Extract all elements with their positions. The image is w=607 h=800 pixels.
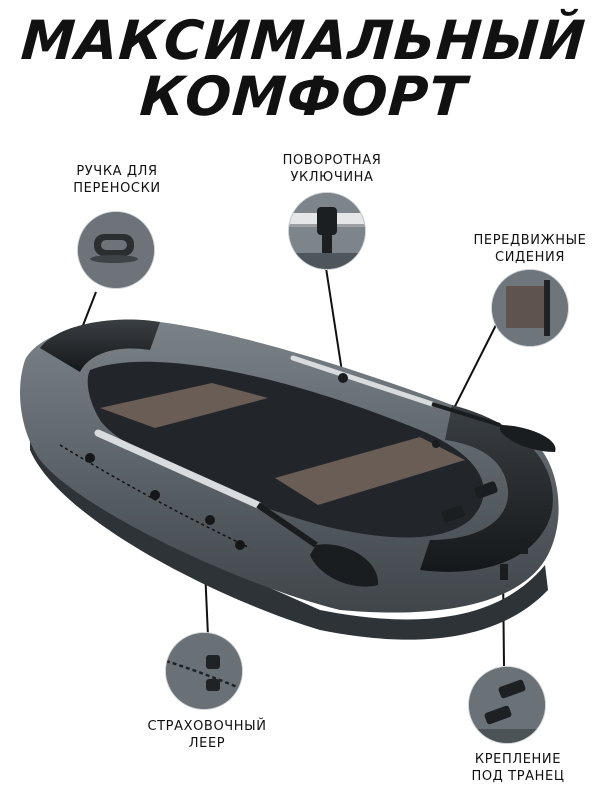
hull-tube-black-bow xyxy=(40,319,160,372)
transom-mount-2 xyxy=(441,505,465,523)
carry-handle-icon xyxy=(78,212,154,288)
detail-circle-oarlock xyxy=(289,193,365,269)
oarlock-point xyxy=(338,373,348,383)
oar-far-blade xyxy=(500,425,556,452)
oar-far-shaft xyxy=(290,355,435,407)
transom-mount-1 xyxy=(474,481,498,499)
detail-circle-transom xyxy=(469,667,545,743)
hull-tube-black-stern xyxy=(420,405,553,572)
leader-line-oarlock xyxy=(325,267,344,379)
seat-front xyxy=(100,383,268,428)
seat-rear xyxy=(275,437,465,505)
detail-circle-seats xyxy=(492,270,568,346)
oar-near-shaft xyxy=(94,429,262,509)
oarlock-icon xyxy=(289,193,365,269)
detail-circle-lifeline xyxy=(166,633,242,709)
hull-bottom-band xyxy=(30,430,548,640)
transom-mount-icon xyxy=(469,667,545,743)
detail-circle-handle xyxy=(78,212,154,288)
lifeline-row xyxy=(85,453,245,550)
lifeline-icon xyxy=(166,633,242,709)
seat-icon xyxy=(492,270,568,346)
oar-near-blade xyxy=(310,544,379,587)
